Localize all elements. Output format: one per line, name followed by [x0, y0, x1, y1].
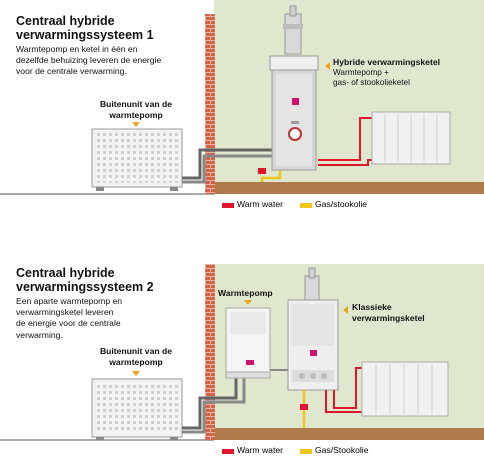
system2-flue: [304, 267, 320, 301]
system2-brick-wall: [205, 264, 215, 440]
system1-boiler-label: Hybride verwarmingsketel Warmtepomp + ga…: [333, 57, 440, 88]
system1-boiler-title: Hybride verwarmingsketel: [333, 57, 440, 67]
system1-return-pipe: [318, 159, 372, 166]
system2-legend-gas: Gas/Stookolie: [315, 445, 369, 455]
system1-boiler-arrow: [325, 62, 330, 70]
system1-desc-line2: dezelfde behuizing leveren de energie: [16, 55, 162, 66]
system1-outdoor-pipe-a: [182, 148, 272, 180]
system2-return-pipe: [325, 390, 362, 413]
system2-legend-gas-label: Gas/Stookolie: [315, 445, 369, 455]
system1-hybrid-boiler: [269, 55, 319, 171]
system2-title-line1: Centraal hybride: [16, 266, 115, 280]
system1-outdoor-arrow: [132, 122, 140, 127]
system2-legend-warm-swatch: [222, 449, 234, 454]
system2-radiator: [361, 361, 449, 417]
system1-boiler-sub1: Warmtepomp +: [333, 67, 389, 77]
system1-description: Warmtepomp en ketel in één en dezelfde b…: [16, 44, 161, 78]
system2-outdoor-unit: [91, 378, 183, 440]
system1-legend-warm: Warm water: [237, 199, 283, 209]
system1-boiler-sub2: gas- of stookolieketel: [333, 77, 410, 87]
system1-gas-valve: [258, 168, 266, 174]
system2-heatpump-label: Warmtepomp: [218, 288, 273, 298]
system1-warm-pipe: [318, 117, 372, 161]
system1-title-line1: Centraal hybride: [16, 14, 115, 28]
system2-legend-warm: Warm water: [237, 445, 283, 455]
system2-outdoor-pipe-b: [182, 378, 246, 434]
system1-legend-gas-swatch: [300, 203, 312, 208]
system2-floor: [214, 428, 484, 440]
system2-desc-line2: verwarmingsketel leveren: [16, 307, 114, 318]
system1-radiator: [371, 111, 451, 165]
system1-brick-wall: [205, 14, 215, 194]
system1-outdoor-label: Buitenunit van de warmtepomp: [99, 99, 173, 120]
system2-heatpump-arrow: [244, 300, 252, 305]
system2-gas-valve: [300, 404, 308, 410]
system2-title: Centraal hybride verwarmingssysteem 2: [16, 266, 154, 294]
system1-desc-line1: Warmtepomp en ketel in één en: [16, 44, 138, 54]
system1-floor: [214, 182, 484, 194]
system2-boiler-label: Klassieke verwarmingsketel: [352, 302, 425, 323]
system2-warm-pipe: [333, 367, 362, 409]
system2-legend-gas-swatch: [300, 449, 312, 454]
system2-classic-boiler: [287, 299, 339, 391]
system1-scene: [0, 0, 484, 208]
system1-title: Centraal hybride verwarmingssysteem 1: [16, 14, 154, 42]
system2-desc-line4: verwarming.: [16, 329, 63, 340]
system1-legend-warm-label: Warm water: [237, 199, 283, 209]
system2-heatpump-unit: [225, 307, 271, 379]
system1-gas-pipe: [260, 170, 282, 182]
system1-title-line2: verwarmingssysteem 1: [16, 28, 154, 42]
system2-scene: [0, 264, 484, 454]
system1-legend-gas: Gas/stookolie: [315, 199, 367, 209]
system1-legend-warm-swatch: [222, 203, 234, 208]
system2-desc-line1: Een aparte warmtepomp en: [16, 296, 123, 306]
system2-outdoor-arrow: [132, 371, 140, 376]
system2-outdoor-label: Buitenunit van de warmtepomp: [99, 346, 173, 367]
system2-desc-line3: de energie voor de centrale: [16, 318, 121, 329]
system2-boiler-arrow: [343, 306, 348, 314]
system2-outdoor-pipe-a: [182, 378, 238, 430]
system1-flue: [283, 5, 303, 55]
system2-description: Een aparte warmtepomp en verwarmingskete…: [16, 296, 122, 341]
system1-outdoor-unit: [91, 128, 183, 191]
system1-desc-line3: voor de centrale verwarming.: [16, 66, 127, 77]
system1-legend-gas-label: Gas/stookolie: [315, 199, 368, 209]
system1-outdoor-pipe-b: [182, 154, 272, 184]
system2-legend-warm-label: Warm water: [237, 445, 283, 455]
system2-title-line2: verwarmingssysteem 2: [16, 280, 154, 294]
